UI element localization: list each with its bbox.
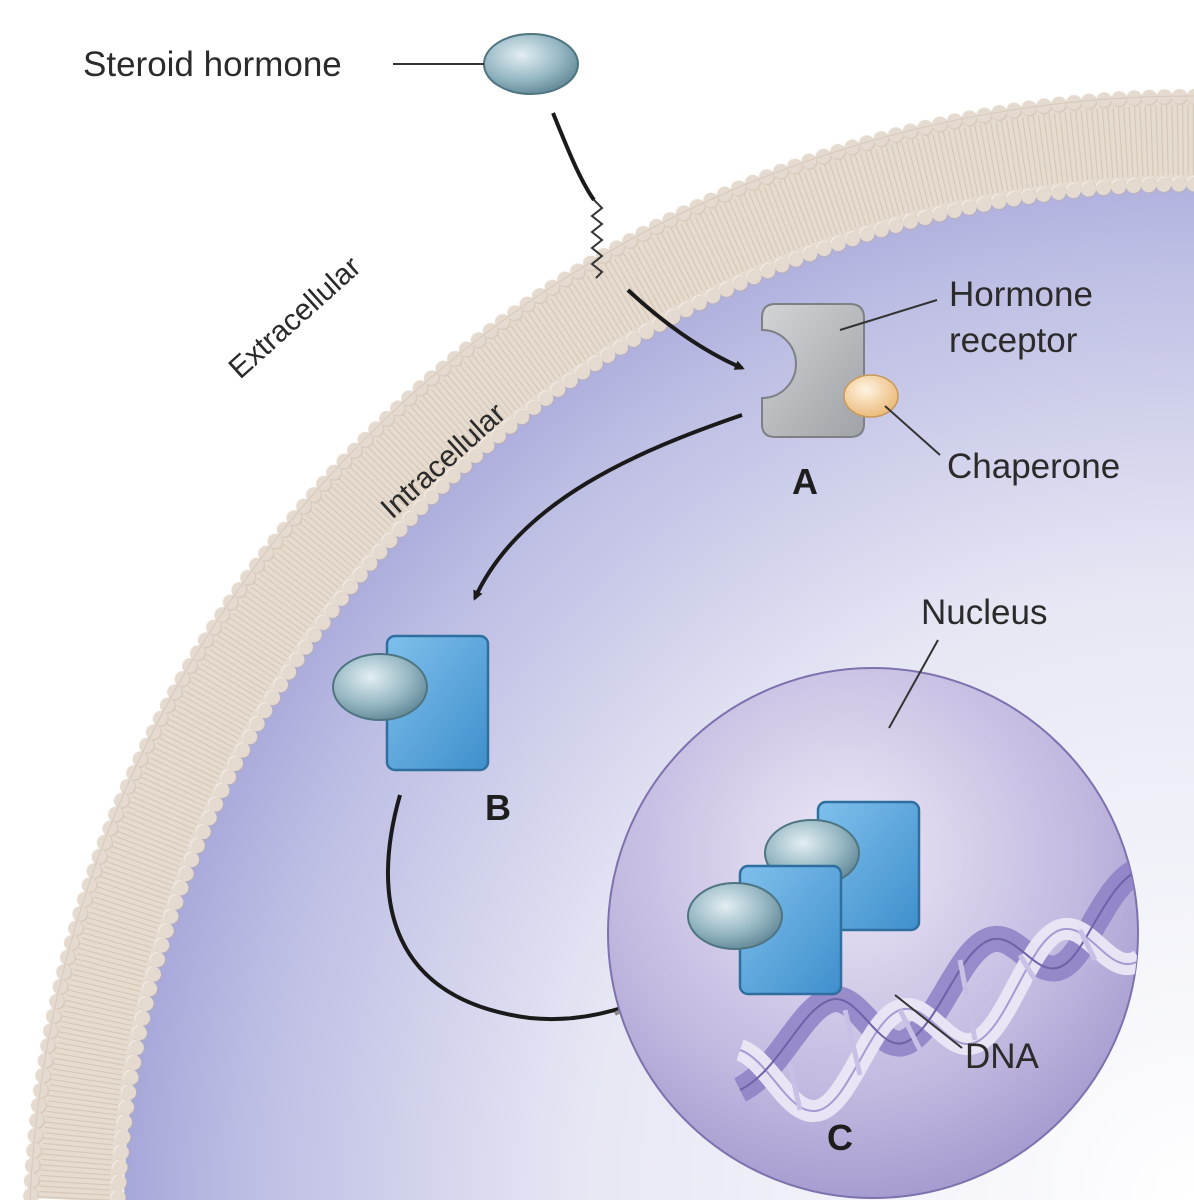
entry-arrow-bottom — [626, 288, 745, 370]
nucleus-label: Nucleus — [921, 593, 1047, 632]
bound-hormone-c-front — [687, 882, 783, 950]
membrane-crossing-squiggle — [590, 199, 604, 279]
arrow-a-to-b — [473, 413, 743, 601]
hormone-receptor-inactive — [761, 303, 865, 438]
step-a-label: A — [792, 461, 818, 502]
nucleus-leader-line — [888, 639, 939, 729]
bound-hormone-b — [332, 653, 428, 721]
receptor-leader-line — [839, 299, 938, 331]
step-b-label: B — [485, 787, 511, 828]
extracellular-label: Extracellular — [223, 250, 368, 385]
dna-leader-line — [894, 994, 963, 1049]
step-c-label: C — [827, 1117, 853, 1158]
entry-arrow-top — [551, 112, 596, 202]
chaperone-protein — [843, 374, 899, 418]
dna-label: DNA — [965, 1037, 1040, 1076]
chaperone-leader-line — [884, 405, 941, 456]
cell-membrane — [22, 88, 1194, 1200]
dna-helix — [733, 857, 1138, 1122]
nucleus — [607, 667, 1139, 1199]
hormone-receptor-label-line2: receptor — [949, 321, 1078, 360]
hormone-receptor-label-line1: Hormone — [949, 275, 1093, 314]
steroid-hormone-label: Steroid hormone — [83, 45, 342, 84]
hormone-molecule — [483, 33, 579, 95]
chaperone-label: Chaperone — [947, 447, 1120, 486]
